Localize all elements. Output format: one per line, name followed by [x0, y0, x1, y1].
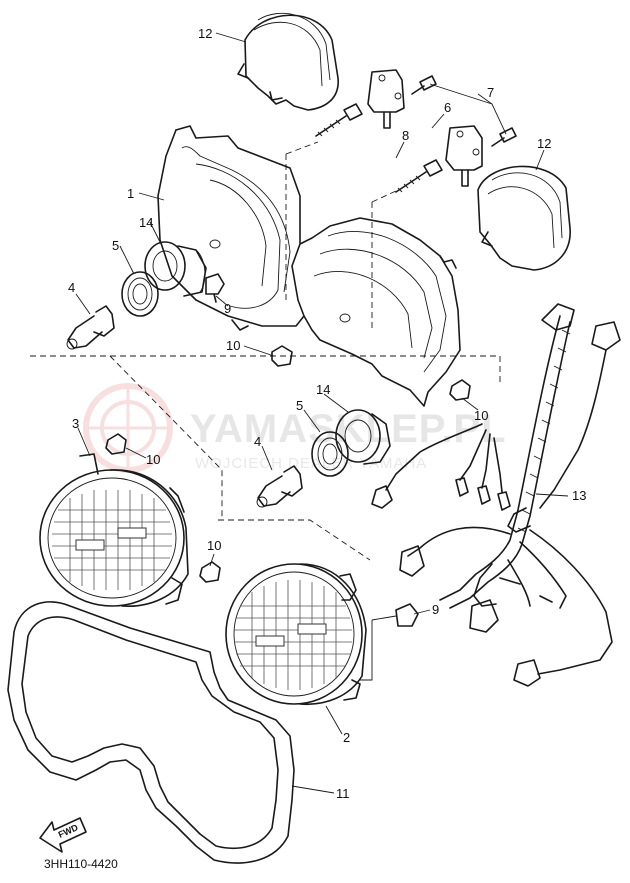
part-14-upper-socket [144, 241, 207, 297]
callout-leader-lines [75, 32, 569, 794]
callout-11: 11 [336, 786, 350, 801]
part-6-adjuster-lower [445, 125, 483, 187]
callout-8: 8 [402, 128, 409, 143]
callout-3: 3 [72, 416, 79, 431]
callout-13: 13 [572, 488, 586, 503]
forward-direction-arrow: FWD [39, 817, 87, 853]
callout-9: 9 [432, 602, 439, 617]
part-12-right-ring [477, 165, 571, 271]
part-2-right-headlight-unit [225, 563, 367, 706]
callout-2: 2 [343, 730, 350, 745]
part-4-lower-bulb [256, 465, 303, 508]
right-lens-pattern [234, 580, 352, 690]
callout-1: 1 [127, 186, 134, 201]
left-lens-pattern [52, 490, 172, 590]
callout-10: 10 [207, 538, 221, 553]
part-5-lower-boot [311, 431, 349, 477]
callout-12: 12 [537, 136, 551, 151]
part-1-headlight-housing [157, 125, 461, 407]
part-14-lower-socket [335, 409, 391, 465]
part-11-headlight-bezel [7, 601, 295, 864]
watermark-sub-text: WOJCIECH DEALER YAMAHA [195, 455, 427, 472]
callout-10: 10 [146, 452, 160, 467]
part-7-screws [411, 75, 517, 147]
callout-5: 5 [296, 398, 303, 413]
watermark-main-text: YAMASKLEP.PL [190, 407, 507, 451]
part-8-bolts [315, 103, 443, 193]
part-4-upper-bulb [66, 305, 115, 350]
assembly-guide-lines [30, 141, 501, 561]
part-5-upper-boot [121, 271, 159, 317]
part-code-label: 3HH110-4420 [44, 857, 118, 871]
callout-4: 4 [254, 434, 261, 449]
watermark-logo [83, 383, 173, 473]
callout-6: 6 [444, 100, 451, 115]
part-9-lower-connector [360, 603, 419, 681]
callout-12: 12 [198, 26, 212, 41]
callout-9: 9 [224, 301, 231, 316]
callout-5: 5 [112, 238, 119, 253]
callout-4: 4 [68, 280, 75, 295]
part-13-wiring-harness [371, 303, 621, 687]
callout-14: 14 [316, 382, 330, 397]
callout-10: 10 [226, 338, 240, 353]
part-3-left-headlight-unit [39, 453, 189, 607]
part-9-upper-connector [205, 273, 225, 303]
part-12-upper-ring [237, 12, 339, 111]
part-10-grommets [105, 345, 471, 583]
callout-7: 7 [487, 85, 494, 100]
callout-14: 14 [139, 215, 153, 230]
callout-10: 10 [474, 408, 488, 423]
part-6-adjuster-upper [367, 69, 405, 129]
callout-labels: 12 1 14 5 4 9 10 7 6 8 12 14 5 10 3 4 10… [68, 26, 586, 801]
